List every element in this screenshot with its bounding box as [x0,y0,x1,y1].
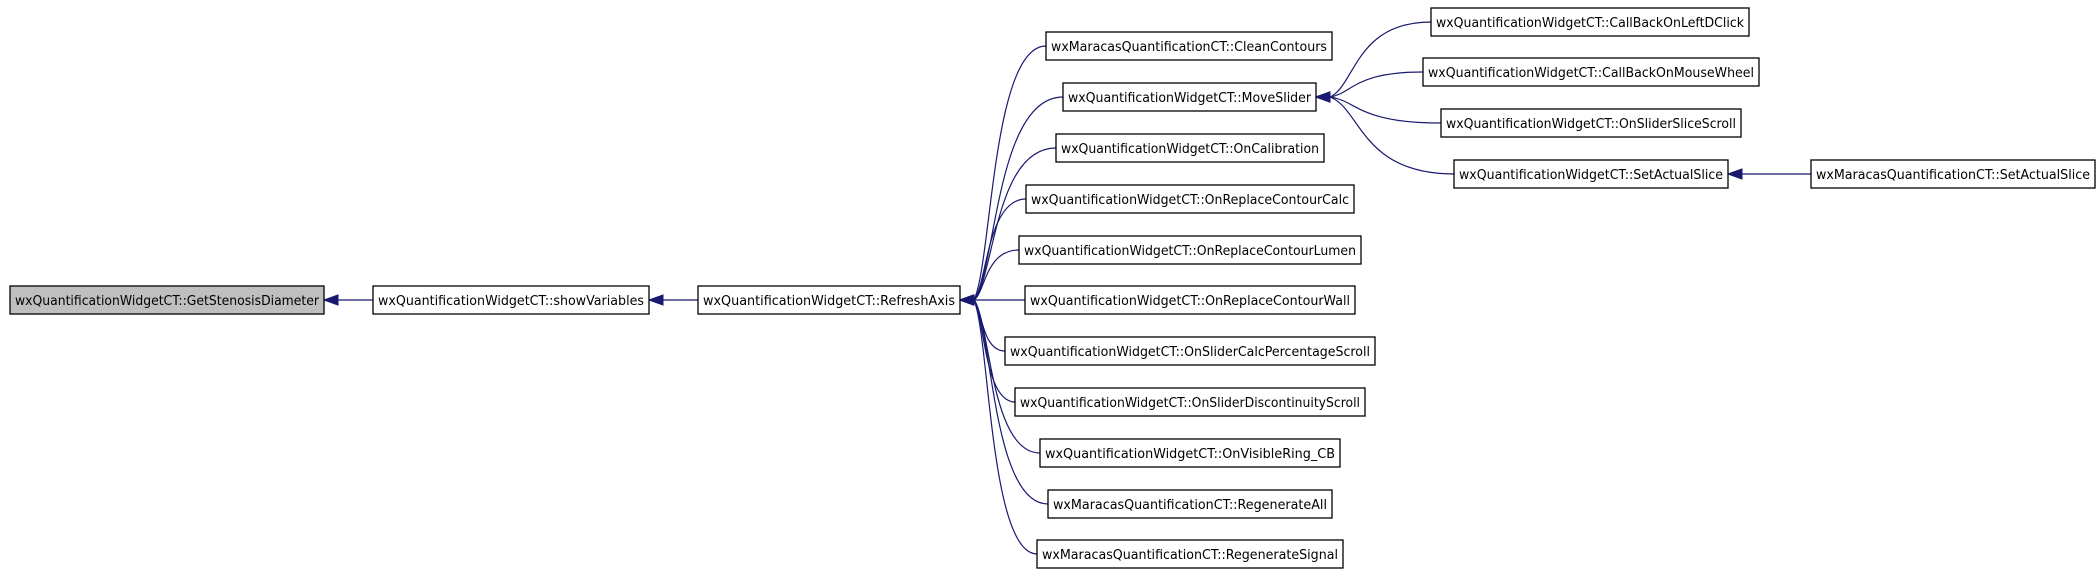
node-box [1055,133,1325,163]
graph-node-n13[interactable]: wxMaracasQuantificationCT::RegenerateSig… [1036,539,1344,569]
graph-node-n10[interactable]: wxQuantificationWidgetCT::OnSliderDiscon… [1014,387,1366,417]
arrowhead-icon [958,294,975,306]
node-box [1014,387,1366,417]
graph-node-n12[interactable]: wxMaracasQuantificationCT::RegenerateAll [1047,489,1333,519]
node-box [1018,235,1362,265]
graph-node-n3[interactable]: wxMaracasQuantificationCT::CleanContours [1045,31,1333,61]
node-box [1045,31,1333,61]
node-box [1430,7,1750,37]
arrowhead-icon [1726,168,1743,180]
graph-node-n7[interactable]: wxQuantificationWidgetCT::OnReplaceConto… [1018,235,1362,265]
graph-node-n14[interactable]: wxQuantificationWidgetCT::CallBackOnLeft… [1430,7,1750,37]
call-edge-n3-to-n2 [958,45,1047,306]
graph-node-n2[interactable]: wxQuantificationWidgetCT::RefreshAxis [697,285,961,315]
node-label: wxQuantificationWidgetCT::SetActualSlice [1459,167,1723,183]
node-box [372,285,650,315]
edge-line [973,249,1020,301]
node-label: wxQuantificationWidgetCT::showVariables [378,293,644,309]
node-label: wxQuantificationWidgetCT::OnReplaceConto… [1030,293,1350,309]
call-edge-n13-to-n2 [958,294,1038,555]
arrowhead-icon [647,294,664,306]
edge-line [973,299,1006,352]
node-box [697,285,961,315]
graph-node-n0[interactable]: wxQuantificationWidgetCT::GetStenosisDia… [9,285,325,315]
graph-node-n6[interactable]: wxQuantificationWidgetCT::OnReplaceConto… [1025,184,1355,214]
node-box [1039,438,1341,468]
call-edge-n17-to-n4 [1314,91,1455,175]
arrowhead-icon [322,294,339,306]
call-edge-n2-to-n1 [647,294,698,306]
node-box [1025,184,1355,214]
node-label: wxMaracasQuantificationCT::RegenerateAll [1053,497,1327,513]
node-label: wxQuantificationWidgetCT::OnReplaceConto… [1031,192,1349,208]
call-edges [322,21,1811,555]
graph-node-n5[interactable]: wxQuantificationWidgetCT::OnCalibration [1055,133,1325,163]
edge-line [1329,21,1432,98]
node-label: wxMaracasQuantificationCT::CleanContours [1051,39,1327,55]
call-edge-n1-to-n0 [322,294,373,306]
node-label: wxQuantificationWidgetCT::MoveSlider [1068,90,1311,106]
node-label: wxQuantificationWidgetCT::RefreshAxis [703,293,955,309]
graph-node-n15[interactable]: wxQuantificationWidgetCT::CallBackOnMous… [1422,57,1760,87]
graph-node-n18[interactable]: wxMaracasQuantificationCT::SetActualSlic… [1810,159,2096,189]
node-box [1453,159,1729,189]
call-edge-n18-to-n17 [1726,168,1811,180]
graph-node-n1[interactable]: wxQuantificationWidgetCT::showVariables [372,285,650,315]
edge-line [1329,96,1442,124]
edge-line [973,147,1057,301]
node-label: wxQuantificationWidgetCT::OnSliderCalcPe… [1010,344,1370,360]
graph-node-n17[interactable]: wxQuantificationWidgetCT::SetActualSlice [1453,159,1729,189]
node-box [1047,489,1333,519]
node-label: wxMaracasQuantificationCT::RegenerateSig… [1042,547,1338,563]
edge-line [973,45,1047,301]
node-label: wxQuantificationWidgetCT::OnCalibration [1061,141,1319,157]
arrowhead-icon [1314,91,1331,103]
graph-node-n11[interactable]: wxQuantificationWidgetCT::OnVisibleRing_… [1039,438,1341,468]
edge-line [1329,96,1455,175]
node-label: wxQuantificationWidgetCT::OnVisibleRing_… [1045,446,1335,462]
graph-node-n16[interactable]: wxQuantificationWidgetCT::OnSliderSliceS… [1440,108,1742,138]
node-label: wxMaracasQuantificationCT::SetActualSlic… [1816,167,2090,183]
node-label: wxQuantificationWidgetCT::OnReplaceConto… [1024,243,1356,259]
edge-line [973,299,1038,555]
node-box [1036,539,1344,569]
node-label: wxQuantificationWidgetCT::CallBackOnLeft… [1436,15,1744,31]
edge-line [1329,71,1424,98]
node-box [1004,336,1376,366]
node-box [1810,159,2096,189]
node-label: wxQuantificationWidgetCT::OnSliderSliceS… [1446,116,1736,132]
call-nodes: wxQuantificationWidgetCT::GetStenosisDia… [9,7,2096,569]
call-edge-n5-to-n2 [958,147,1057,306]
node-label: wxQuantificationWidgetCT::GetStenosisDia… [15,293,319,309]
node-box [1062,82,1317,112]
node-box [1024,285,1356,315]
graph-node-n9[interactable]: wxQuantificationWidgetCT::OnSliderCalcPe… [1004,336,1376,366]
edge-line [973,299,1041,454]
node-box [1440,108,1742,138]
call-edge-n6-to-n2 [958,198,1027,306]
node-box [9,285,325,315]
node-label: wxQuantificationWidgetCT::CallBackOnMous… [1428,65,1754,81]
graph-node-n8[interactable]: wxQuantificationWidgetCT::OnReplaceConto… [1024,285,1356,315]
call-edge-n16-to-n4 [1314,91,1442,124]
call-edge-n14-to-n4 [1314,21,1432,103]
graph-node-n4[interactable]: wxQuantificationWidgetCT::MoveSlider [1062,82,1317,112]
edge-line [973,299,1049,505]
edge-line [973,198,1027,301]
node-box [1422,57,1760,87]
node-label: wxQuantificationWidgetCT::OnSliderDiscon… [1020,395,1360,411]
